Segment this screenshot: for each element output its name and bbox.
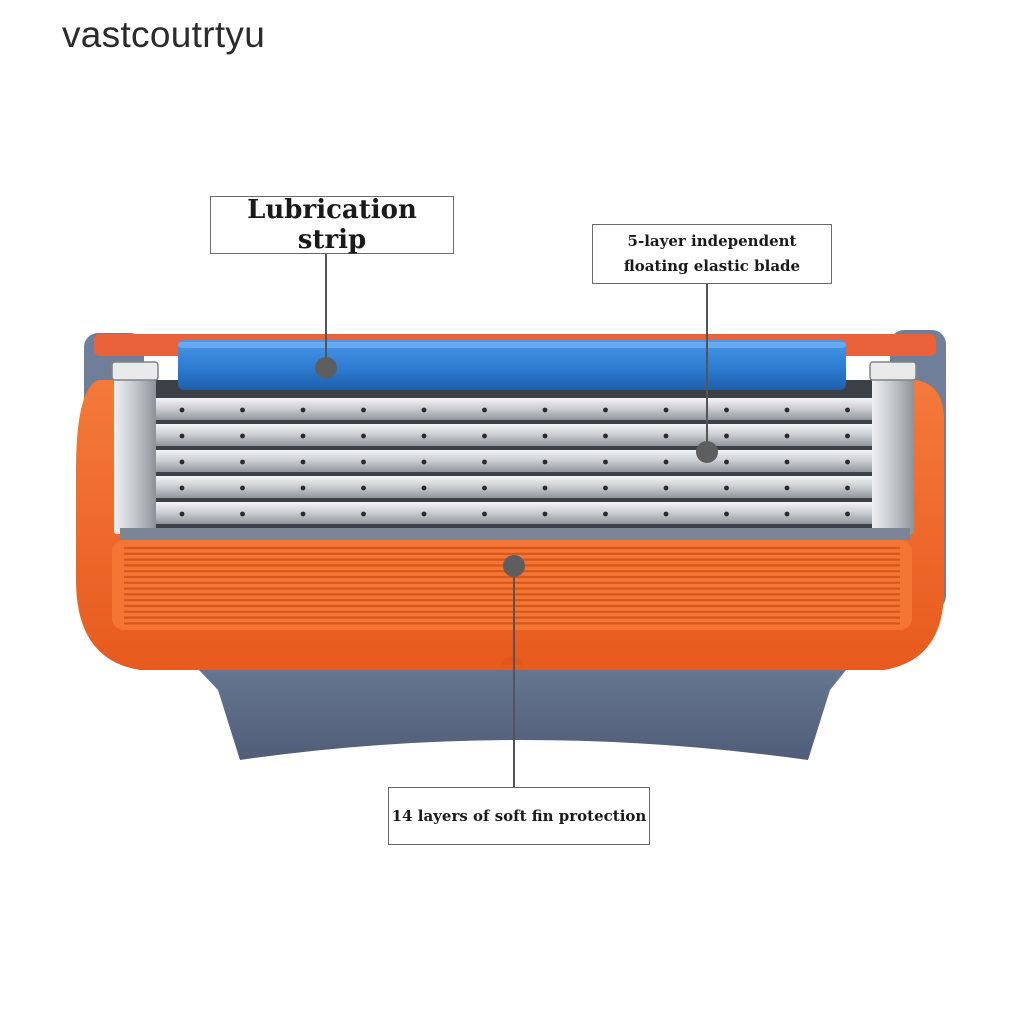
blade-dot bbox=[724, 511, 729, 517]
blade bbox=[156, 450, 872, 472]
marker-dot bbox=[696, 441, 718, 463]
blade-dot bbox=[542, 407, 548, 413]
blade-dot bbox=[300, 459, 306, 465]
blade-dot bbox=[179, 407, 185, 413]
blade-dot bbox=[845, 511, 850, 517]
blade-dot bbox=[845, 459, 850, 465]
blade-dot bbox=[482, 459, 487, 465]
blade-dot bbox=[240, 407, 245, 413]
cartridge-base bbox=[180, 650, 862, 760]
blade-dot bbox=[542, 485, 548, 491]
callout-blade: 5-layer independent floating elastic bla… bbox=[592, 224, 832, 284]
blade-dot bbox=[300, 511, 306, 517]
blade bbox=[156, 502, 872, 524]
left-blade-clip bbox=[114, 364, 156, 534]
blade-dot bbox=[724, 407, 729, 413]
blade-dot bbox=[361, 511, 366, 517]
callout-label: 14 layers of soft fin protection bbox=[391, 807, 647, 825]
blade-dot bbox=[784, 407, 790, 413]
blade-dot bbox=[663, 407, 669, 413]
marker-dot bbox=[503, 555, 525, 577]
blade-dot bbox=[724, 433, 729, 439]
blade-dot bbox=[482, 407, 487, 413]
blade-dot bbox=[784, 433, 790, 439]
blade-dot bbox=[784, 459, 790, 465]
blade-dot bbox=[542, 433, 548, 439]
blade-dot bbox=[724, 459, 729, 465]
blade-dot bbox=[240, 485, 245, 491]
callout-label: 5-layer independent bbox=[627, 232, 797, 250]
blade-dot bbox=[845, 485, 850, 491]
callout-lubrication-strip: Lubrication strip bbox=[210, 195, 454, 255]
blade-dot bbox=[663, 459, 669, 465]
blade bbox=[156, 476, 872, 498]
blade-stack bbox=[156, 398, 872, 524]
blade-dot bbox=[603, 433, 608, 439]
blade-dot bbox=[663, 485, 669, 491]
watermark-text: vastcoutrtyu bbox=[62, 14, 266, 55]
blade-dot bbox=[421, 485, 427, 491]
blade-dot bbox=[421, 407, 427, 413]
blade bbox=[156, 424, 872, 446]
blade-dot bbox=[724, 485, 729, 491]
blade-dot bbox=[421, 433, 427, 439]
blade-dot bbox=[603, 459, 608, 465]
blade-dot bbox=[361, 459, 366, 465]
blade-dot bbox=[179, 433, 185, 439]
blade-dot bbox=[361, 433, 366, 439]
right-blade-clip bbox=[872, 364, 914, 534]
blade-dot bbox=[603, 511, 608, 517]
blade bbox=[156, 398, 872, 420]
marker-dot bbox=[315, 357, 337, 379]
blade-dot bbox=[482, 485, 487, 491]
blade-dot bbox=[603, 407, 608, 413]
blade-dot bbox=[845, 407, 850, 413]
fin-guard bbox=[112, 540, 912, 630]
blade-dot bbox=[179, 485, 185, 491]
blade-dot bbox=[784, 485, 790, 491]
callout-label: Lubrication strip bbox=[247, 195, 417, 255]
callout-fin-protection: 14 layers of soft fin protection bbox=[388, 787, 650, 845]
blade-dot bbox=[240, 511, 245, 517]
blade-dot bbox=[361, 485, 366, 491]
blade-dot bbox=[542, 459, 548, 465]
blade-dot bbox=[240, 433, 245, 439]
blade-dot bbox=[361, 407, 366, 413]
blade-dot bbox=[784, 511, 790, 517]
lubrication-strip bbox=[178, 340, 846, 390]
blade-dot bbox=[240, 459, 245, 465]
blade-dot bbox=[179, 459, 185, 465]
callout-label: floating elastic blade bbox=[623, 257, 801, 275]
blade-dot bbox=[300, 407, 306, 413]
blade-dot bbox=[845, 433, 850, 439]
blade-dot bbox=[300, 433, 306, 439]
blade-dot bbox=[421, 511, 427, 517]
blade-dot bbox=[421, 459, 427, 465]
blade-dot bbox=[603, 485, 608, 491]
blade-dot bbox=[663, 433, 669, 439]
blade-dot bbox=[179, 511, 185, 517]
blade-dot bbox=[482, 511, 487, 517]
blade-dot bbox=[482, 433, 487, 439]
blade-dot bbox=[300, 485, 306, 491]
blade-dot bbox=[542, 511, 548, 517]
blade-dot bbox=[663, 511, 669, 517]
